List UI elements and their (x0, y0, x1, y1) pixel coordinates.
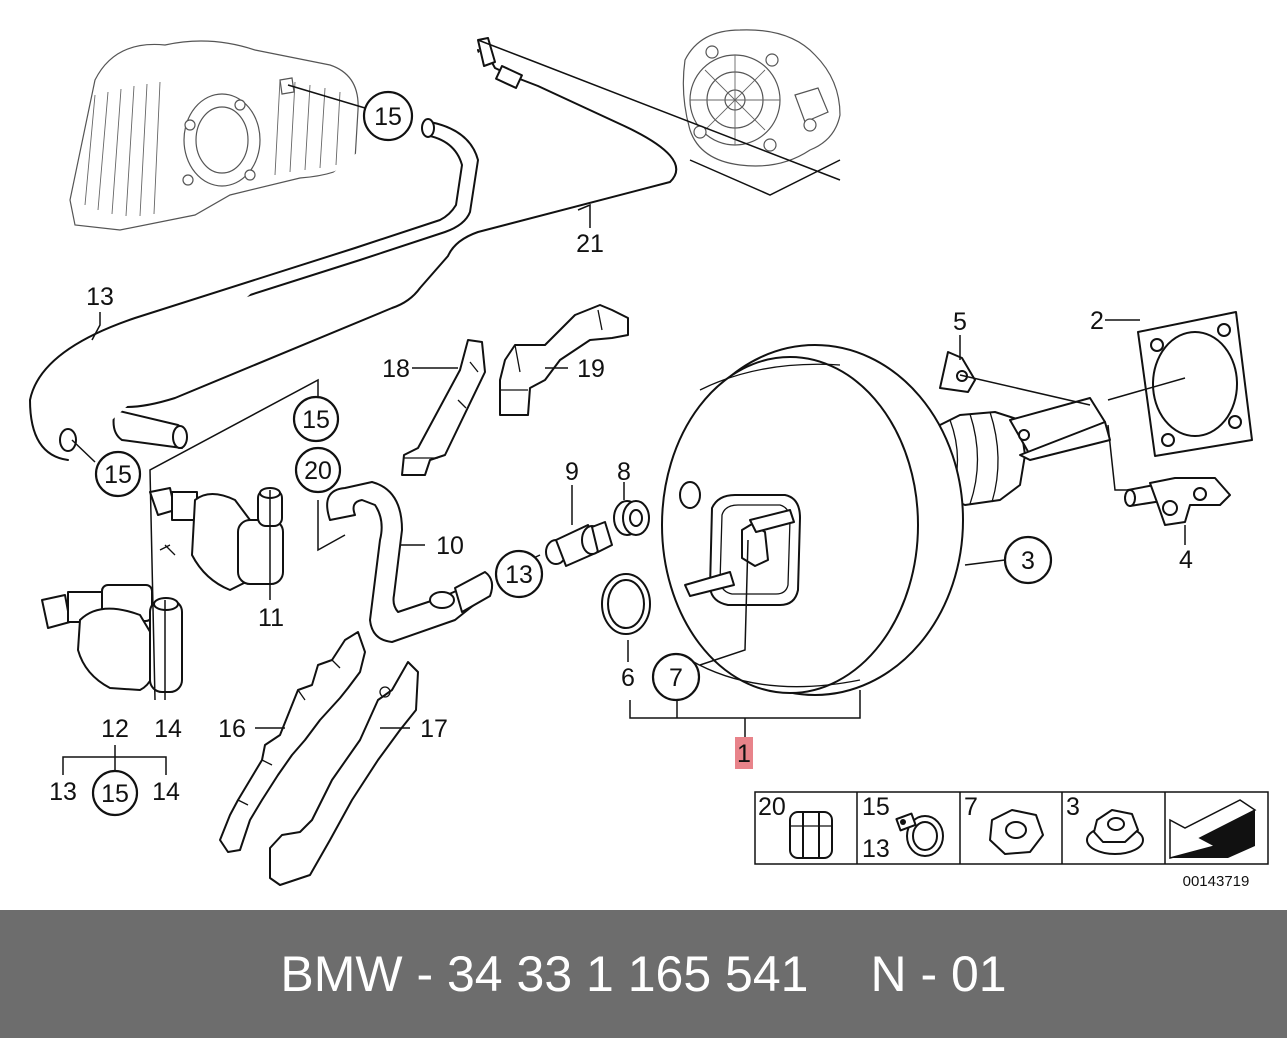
callout-label: 7 (669, 664, 683, 692)
seal-ring-6 (601, 573, 651, 635)
callout-14: 14 (154, 715, 182, 743)
bracket-18 (401, 339, 486, 476)
hose-10 (326, 481, 494, 643)
hex-nut-icon (989, 809, 1044, 855)
callout-label: 15 (101, 780, 129, 808)
callout-2: 2 (1090, 307, 1104, 335)
callout-13-mid: 13 (494, 549, 544, 599)
vacuum-pump (682, 29, 841, 167)
callout-16: 16 (218, 715, 246, 743)
legend-cell-3-label: 7 (964, 793, 978, 821)
check-valve-11 (149, 487, 284, 591)
legend-cell-4-label: 3 (1066, 793, 1080, 821)
grommet-icon (789, 811, 833, 859)
part-number-footer: BMW - 34 33 1 165 541 N - 01 (0, 910, 1287, 1038)
callout-19: 19 (577, 355, 605, 383)
bracket-17 (269, 661, 419, 886)
callout-12-15: 15 (91, 769, 139, 817)
bracket-16 (219, 631, 366, 853)
legend-cell-2-top: 15 (862, 793, 890, 821)
callout-7: 7 (651, 652, 701, 702)
callout-21: 21 (576, 230, 604, 258)
diagram-position: N - 01 (870, 946, 1007, 1002)
callout-12: 12 (101, 715, 129, 743)
check-valve-14 (41, 584, 183, 693)
callout-20: 20 (294, 446, 342, 494)
collar-nut-icon (1086, 809, 1144, 855)
legend-cell-1-label: 20 (758, 793, 786, 821)
part-number: BMW - 34 33 1 165 541 (280, 946, 809, 1002)
callout-11: 11 (258, 604, 284, 632)
callout-6: 6 (621, 664, 635, 692)
callout-1-highlighted: 1 (735, 737, 753, 769)
callout-15-top: 15 (362, 90, 414, 142)
legend-cell-2-bottom: 13 (862, 835, 890, 863)
callout-15-mid: 15 (292, 395, 340, 443)
bracket-19 (499, 304, 629, 416)
callout-10: 10 (436, 532, 464, 560)
bolt-bracket-4 (1124, 477, 1231, 526)
callout-12-13: 13 (49, 778, 77, 806)
intake-manifold (69, 40, 359, 231)
leader-lines (62, 39, 1186, 778)
callout-label: 15 (374, 103, 402, 131)
callout-18: 18 (382, 355, 410, 383)
brake-booster (661, 344, 1111, 696)
callout-8: 8 (617, 458, 631, 486)
callout-17: 17 (420, 715, 448, 743)
grommet-8 (613, 500, 650, 536)
callout-label: 20 (304, 457, 332, 485)
callout-label: 3 (1021, 547, 1035, 575)
clip-nut-5 (939, 351, 976, 393)
callout-12-14: 14 (152, 778, 180, 806)
callout-label: 13 (505, 561, 533, 589)
callout-3: 3 (1003, 535, 1053, 585)
callout-label: 1 (737, 740, 751, 768)
hose-13-upper (29, 118, 479, 461)
callout-label: 15 (302, 406, 330, 434)
callout-label: 15 (104, 461, 132, 489)
gasket-2 (1137, 311, 1253, 457)
callout-5: 5 (953, 308, 967, 336)
hose-clamp-icon (895, 812, 944, 857)
callout-9: 9 (565, 458, 579, 486)
arrow-icon (1169, 799, 1257, 859)
callout-15-left: 15 (94, 450, 142, 498)
legend-table: 20 15 13 7 3 (754, 791, 1269, 865)
callout-13-top: 13 (86, 283, 114, 311)
hose-connector-9 (545, 521, 613, 567)
parts-diagram: 15 21 13 18 19 15 20 15 10 11 9 8 13 5 2… (29, 29, 1269, 890)
callout-4: 4 (1179, 546, 1193, 574)
image-number: 00143719 (1183, 873, 1250, 890)
